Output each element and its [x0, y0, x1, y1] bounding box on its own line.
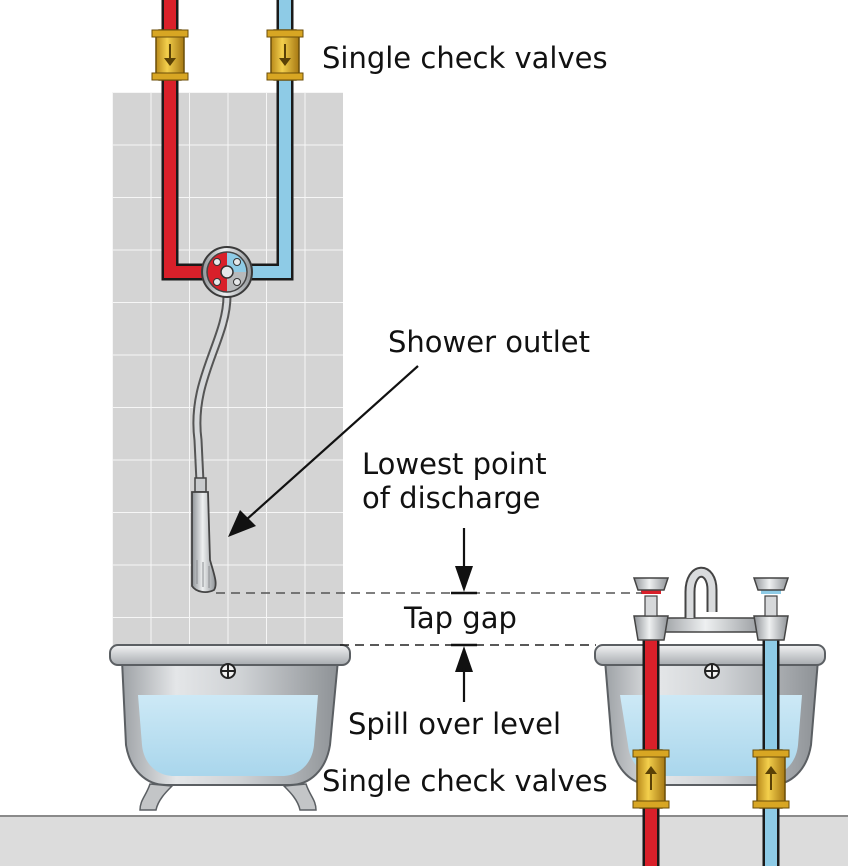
- label-check-valves-bottom: Single check valves: [322, 764, 608, 798]
- lowest-point-arrow: [451, 528, 477, 595]
- shower-hose: [192, 295, 232, 483]
- bath-tap-icon: [632, 566, 790, 641]
- check-valve-icon: [151, 29, 189, 81]
- overflow-plug-icon: [704, 663, 720, 679]
- overflow-plug-icon: [220, 663, 236, 679]
- label-lowest-point-line1: Lowest point: [362, 447, 547, 481]
- check-valve-icon: [266, 29, 304, 81]
- shower-outlet-pointer: [228, 365, 419, 537]
- check-valve-icon: [632, 749, 670, 809]
- tiled-wall: [112, 92, 343, 652]
- label-shower-outlet: Shower outlet: [388, 325, 590, 359]
- label-lowest-point-line2: of discharge: [362, 481, 541, 515]
- floor: [0, 815, 848, 866]
- label-tap-gap: Tap gap: [403, 601, 517, 635]
- left-bath: [109, 644, 351, 811]
- check-valve-icon: [752, 749, 790, 809]
- shower-pipework: [161, 0, 294, 281]
- bath-tap-pipework: [642, 618, 780, 866]
- label-spill-over-level: Spill over level: [348, 707, 561, 741]
- shower-mixer-icon: [201, 246, 253, 298]
- label-check-valves-top: Single check valves: [322, 41, 608, 75]
- spill-over-arrow: [451, 643, 477, 702]
- shower-head-icon: [191, 477, 217, 593]
